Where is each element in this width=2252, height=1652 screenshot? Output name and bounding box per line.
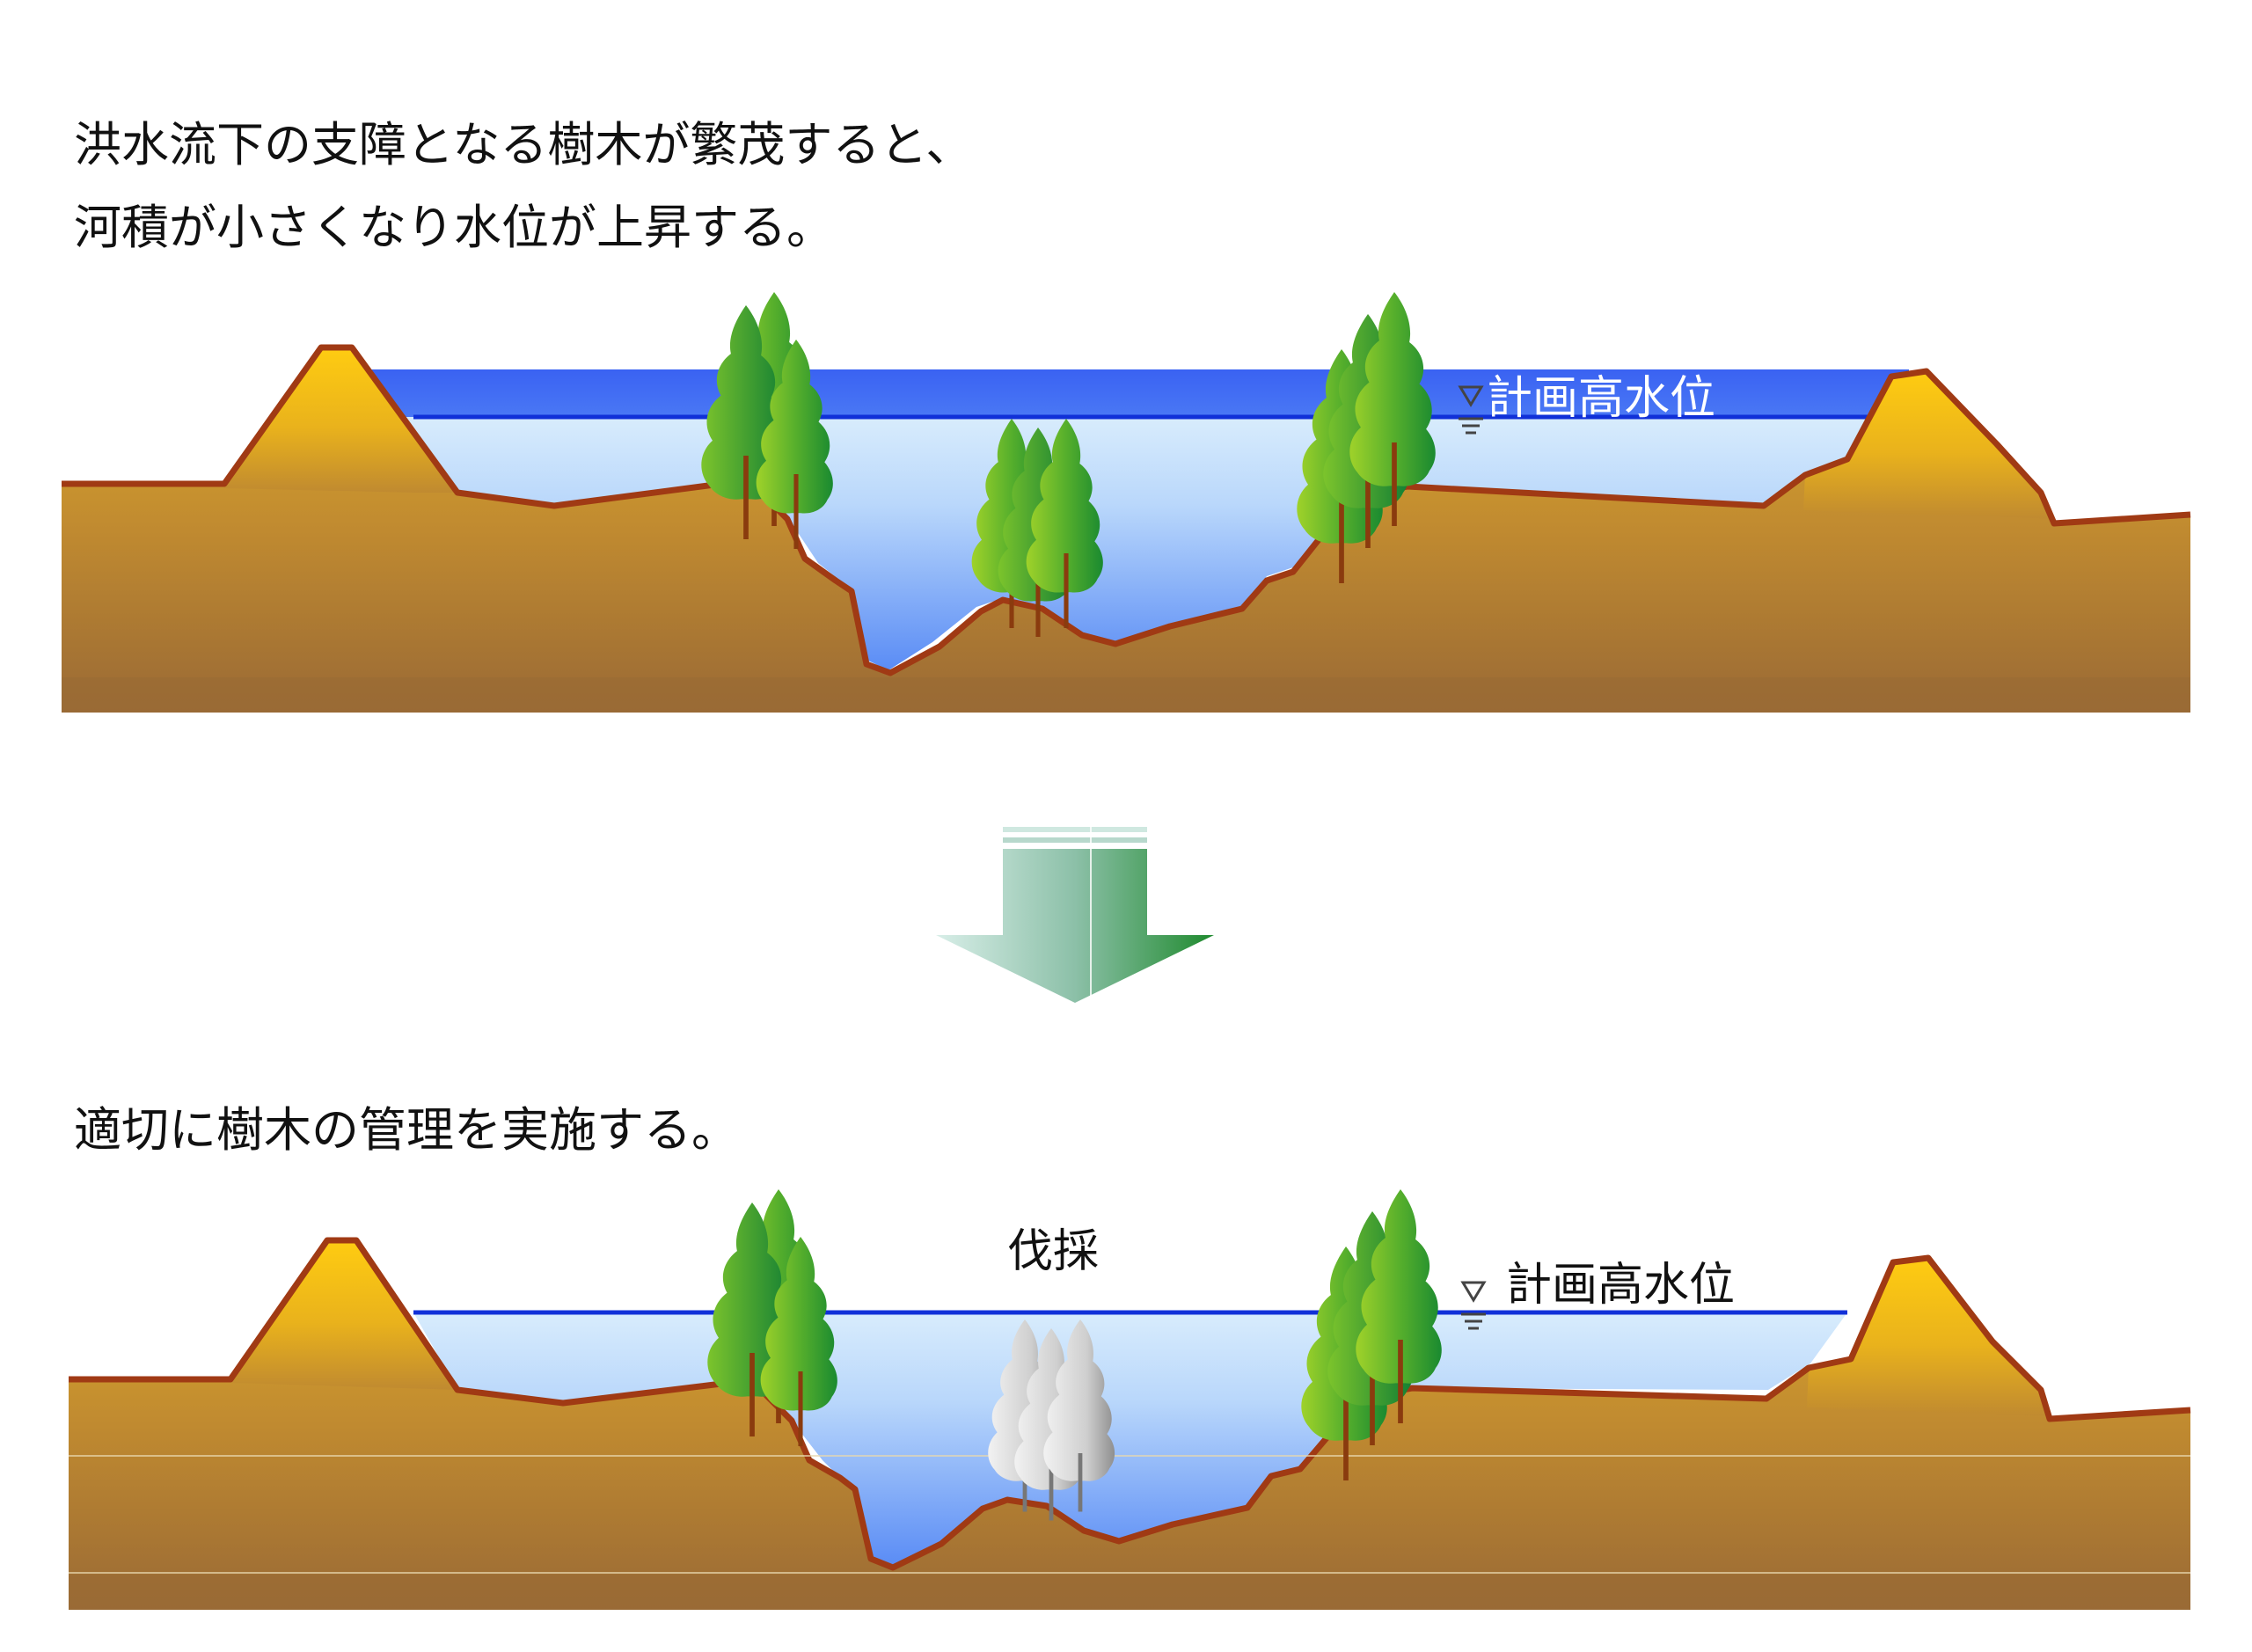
ground-outline-bottom	[69, 1237, 2191, 1571]
ground-bottom	[69, 1240, 2190, 1610]
water-level-triangle-icon	[1460, 1281, 1487, 1330]
felling-label: 伐採	[1007, 1225, 1099, 1278]
ground-top	[62, 347, 2190, 713]
after-cross-section: 伐採 計画高水位	[69, 1189, 2191, 1610]
ground-outline-top	[62, 344, 2191, 676]
raised-water-band	[369, 369, 1909, 417]
planned-high-water-label-top: 計画高水位	[1487, 372, 1715, 425]
right-levee-after	[1807, 1258, 2050, 1416]
planned-high-water-label-bottom: 計画高水位	[1506, 1259, 1735, 1312]
caption-before-line-1: 洪水流下の支障となる樹木が繁茂すると、	[74, 117, 974, 172]
caption-after-line-1: 適切に樹木の管理を実施する。	[74, 1102, 739, 1158]
water-level-triangle-icon	[1458, 385, 1484, 435]
caption-before-line-2: 河積が小さくなり水位が上昇する。	[74, 200, 834, 255]
left-levee-after	[230, 1240, 457, 1390]
right-levee	[1803, 371, 2054, 519]
before-cross-section: 計画高水位	[62, 292, 2191, 713]
down-arrow-icon	[936, 827, 1214, 1003]
left-levee	[224, 347, 457, 493]
